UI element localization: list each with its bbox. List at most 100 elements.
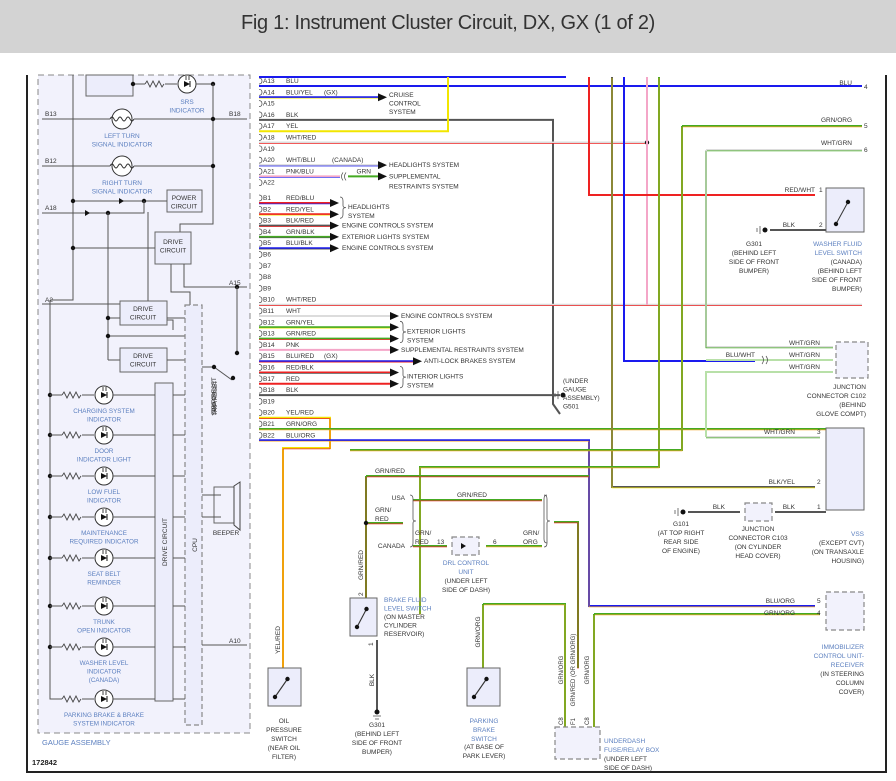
connector-pin-icon (258, 251, 263, 258)
wire-blk-label: BLK (713, 504, 726, 511)
switch-blade (356, 608, 367, 628)
srs-resistor-icon (144, 79, 165, 89)
wire-grn-org-route-stripe (350, 126, 683, 452)
wire-a17-label: YEL (286, 123, 299, 130)
drl-label: UNIT (458, 569, 473, 576)
wire-a18-label: WHT/RED (286, 135, 317, 142)
oil-pressure-label: SWITCH (271, 736, 297, 743)
wire-blk-label: BLK (369, 673, 376, 686)
oil-pressure-switch (267, 667, 302, 707)
connector-pin-icon (258, 420, 263, 428)
led-diode (101, 392, 107, 398)
pin-1-label: 1 (368, 642, 375, 646)
wire-a16 (259, 118, 561, 415)
junction-dot (70, 245, 76, 251)
immobilizer-wire-label: GRN/ORG (764, 610, 795, 617)
pin-b11-label: B11 (263, 308, 274, 315)
pin-b19-label: B19 (263, 398, 275, 405)
drl-left-wire-label: GRN/ (375, 507, 391, 514)
drive-circuit-3-label: CIRCUIT (130, 362, 156, 369)
wire-internal (170, 264, 191, 305)
wire-grn-red-label: GRN/RED (375, 468, 405, 475)
drl-diode-icon (461, 543, 466, 549)
beeper-label: BEEPER (213, 530, 240, 537)
exterior-lights-b-label: EXTERIOR LIGHTS (407, 328, 466, 335)
wire-wht-grn-route-stripe (705, 150, 833, 349)
indicator-resistor-icon (61, 471, 82, 481)
connector-pin-icon (258, 111, 263, 119)
wire-blk-yel-stripe (611, 77, 815, 489)
engine-controls-label: ENGINE CONTROLS SYSTEM (401, 313, 492, 320)
interior-lights-label: SYSTEM (407, 383, 434, 390)
fuse-wire-label: GRN/ORG (559, 655, 565, 684)
wire-b5-label: BLU/BLK (286, 240, 313, 247)
indicator-label: INDICATOR (87, 669, 122, 676)
immobilizer-box (825, 591, 865, 631)
g501-label: GAUGE (563, 387, 587, 394)
connector-pin-icon (258, 330, 263, 337)
pin-b10-label: B10 (263, 297, 275, 304)
headlights-label: HEADLIGHTS SYSTEM (389, 162, 459, 169)
junction-dot (70, 198, 76, 204)
g501-ground-icon (560, 392, 566, 398)
junction-dot (363, 520, 369, 526)
connector-pin-icon (258, 375, 263, 383)
wire-parking-stripe (483, 604, 566, 734)
wire-wht-grn-label: WHT/GRN (789, 352, 820, 359)
junction-c102 (835, 341, 869, 379)
switch-contact (471, 694, 477, 700)
vss-label: VSS (851, 531, 865, 538)
led-diode (101, 555, 107, 561)
connector-pin-icon (258, 431, 263, 439)
headlights-b-label: HEADLIGHTS (348, 204, 390, 211)
canada-in-label: RED (415, 539, 429, 546)
brake-fluid-label: BRAKE FLUID (384, 597, 427, 604)
indicator-label: INDICATOR LIGHT (77, 457, 131, 464)
connector-pin-icon (258, 307, 263, 315)
drive-circuit-label: CIRCUIT (160, 248, 186, 255)
immobilizer-label: RECEIVER (831, 662, 865, 669)
pin-a15-label: A15 (263, 101, 275, 108)
arrow-icon (390, 345, 399, 354)
junction-c102-label: (BEHIND (839, 402, 866, 409)
drl-label: DRL CONTROL (443, 560, 490, 567)
vss-location: HOUSING) (832, 558, 865, 565)
connector-pin-icon (258, 194, 263, 202)
connector-pin-icon (258, 296, 263, 304)
pin-b8-label: B8 (263, 274, 271, 281)
g101-label: G101 (673, 521, 689, 528)
pin-a10-label: A10 (229, 638, 241, 645)
led-diode (101, 514, 107, 520)
arrow-icon (330, 210, 339, 219)
wire-b20-stripe (259, 418, 331, 669)
cruise-control-label: CONTROL (389, 101, 421, 108)
indicator-label: CHARGING SYSTEM (73, 408, 135, 415)
arrow-icon (390, 312, 399, 320)
wire-a21-label: PNK/BLU (286, 168, 314, 175)
wire-a17 (259, 77, 449, 133)
bulb-filament (109, 116, 135, 122)
connector-pin-icon (258, 77, 263, 85)
pin-b14-label: B14 (263, 342, 275, 349)
immobilizer-pin-label: 5 (817, 598, 821, 605)
oil-pressure-label: PRESSURE (266, 727, 302, 734)
indicator-resistor-icon (61, 694, 82, 704)
g301-label: SIDE OF FRONT (729, 259, 779, 266)
indicator-label: INDICATOR (87, 498, 122, 505)
indicator-resistor-icon (61, 512, 82, 522)
pin-b21-label: B21 (263, 421, 275, 428)
pin-b12-label: B12 (45, 158, 57, 165)
indicator-label: SEAT BELT (88, 571, 121, 578)
drl-right-brace-curve (543, 494, 548, 544)
trip-reset-switch-label: TRIP/RESET (212, 377, 218, 413)
switch-contact (285, 676, 290, 682)
drl-pin-6: 6 (493, 539, 497, 546)
junction-c103-label: JUNCTION (742, 526, 775, 533)
junction-c103-label: CONNECTOR C103 (728, 535, 788, 542)
right-turn-label: SIGNAL INDICATOR (92, 189, 153, 196)
connector-pin-icon (258, 122, 263, 130)
power-circuit-label: CIRCUIT (171, 204, 197, 211)
switch-blade (274, 678, 288, 698)
wire-wht-grn-label: WHT/GRN (821, 140, 852, 147)
pin-1-label: 1 (819, 187, 823, 194)
